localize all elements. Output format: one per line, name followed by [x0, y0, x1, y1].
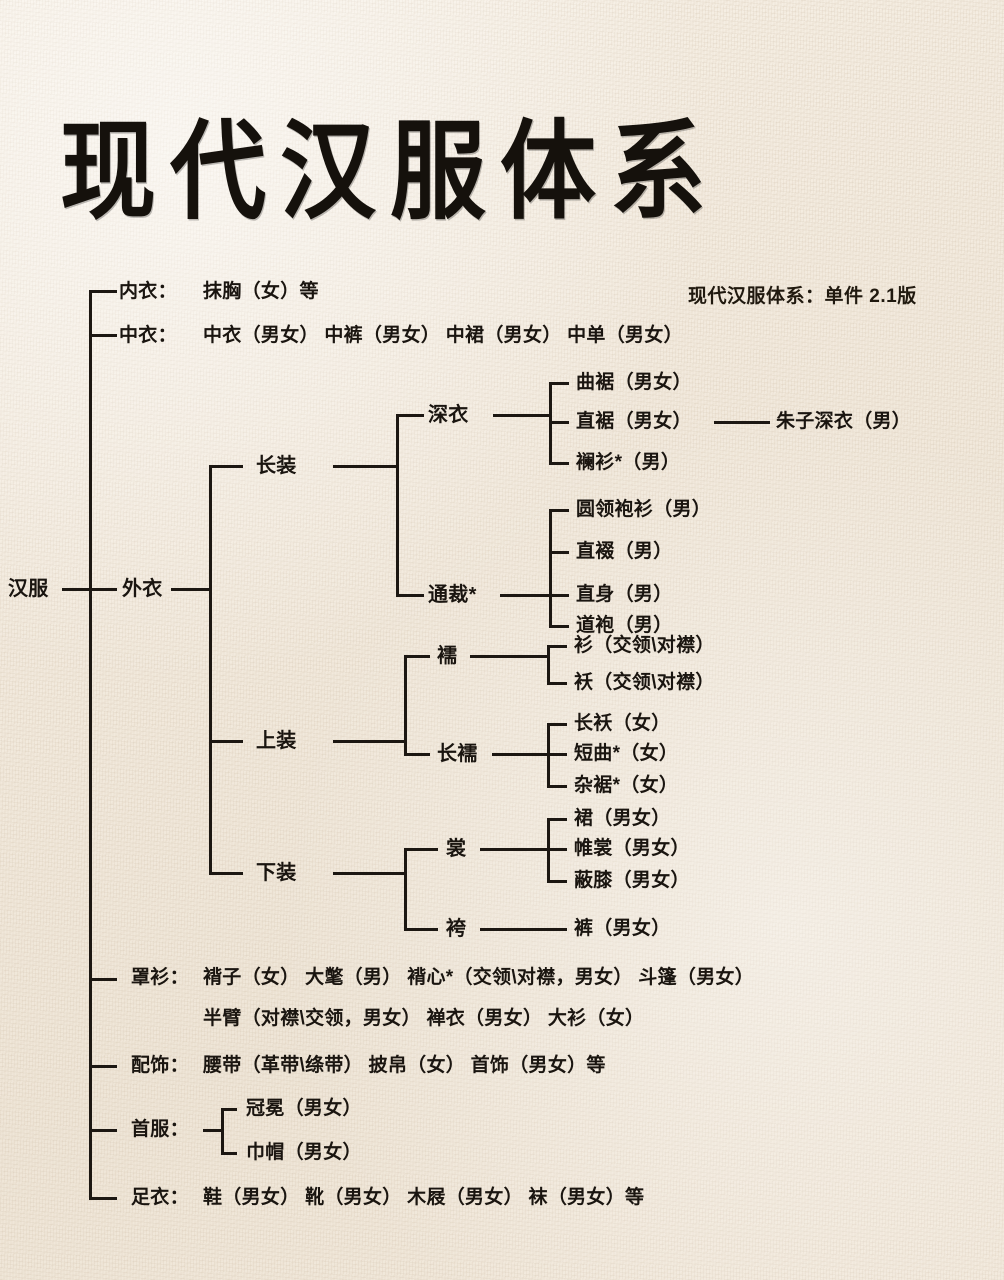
line-tongcai-c2 [549, 594, 569, 597]
leaf-zajv: 杂裾*（女） [574, 775, 679, 796]
line-tongcai-c3 [549, 625, 569, 628]
line-shoufu-c0 [221, 1108, 237, 1111]
node-shangzhuang: 上装 [256, 730, 297, 752]
line-shangzhuang [209, 740, 243, 743]
node-hanfu: 汉服 [8, 578, 49, 600]
node-zuyi-items: 鞋（男女） 靴（男女） 木屐（男女） 袜（男女）等 [203, 1187, 645, 1208]
line-shenyi-out [493, 414, 551, 417]
line-xiazhuang-spine [404, 848, 407, 928]
line-peishi [89, 1065, 117, 1068]
node-zhaoshan-label: 罩衫： [131, 967, 189, 988]
line-waiyi-out [171, 588, 211, 591]
leaf-duanqu: 短曲*（女） [574, 743, 679, 764]
line-zhaoshan [89, 978, 117, 981]
line-changzhuang-out [333, 465, 398, 468]
line-ru-c1 [547, 682, 567, 685]
node-neiyi-items: 抹胸（女）等 [203, 281, 319, 302]
node-zhaoshan-line2: 半臂（对襟\交领，男女） 褝衣（男女） 大衫（女） [203, 1008, 645, 1029]
line-shang-out [480, 848, 549, 851]
line-changru-c1 [547, 753, 567, 756]
node-changzhuang: 长装 [256, 455, 297, 477]
line-shang-c2 [547, 880, 567, 883]
leaf-zhuzishenyi: 朱子深衣（男） [776, 411, 912, 432]
leaf-kuzi: 裤（男女） [574, 918, 671, 939]
line-neiyi [89, 290, 117, 293]
line-zhuzishenyi [714, 421, 770, 424]
line-shoufu-spine [221, 1108, 224, 1152]
line-shangzhuang-spine [404, 655, 407, 753]
node-tongcai: 通裁* [428, 584, 477, 606]
leaf-jinmao: 巾帽（男女） [246, 1142, 362, 1163]
line-waiyi-spine [209, 465, 212, 875]
leaf-weichang: 帷裳（男女） [574, 838, 690, 859]
line-tongcai-out [500, 594, 551, 597]
line-tongcai-spine [549, 509, 552, 625]
node-changru: 长襦 [437, 743, 478, 765]
line-zhongyi [89, 334, 117, 337]
line-xiazhuang [209, 872, 243, 875]
line-ru [404, 655, 430, 658]
line-shenyi-c0 [549, 382, 569, 385]
line-shenyi [396, 414, 424, 417]
leaf-daopao: 道袍（男） [576, 615, 673, 636]
line-shoufu [89, 1129, 117, 1132]
line-ru-out [470, 655, 549, 658]
line-shenyi-c1 [549, 421, 569, 424]
line-ru-c0 [547, 645, 567, 648]
line-ku [404, 928, 438, 931]
line-ru-spine [547, 645, 550, 682]
line-changru-out [492, 753, 549, 756]
leaf-changao: 长袄（女） [574, 713, 671, 734]
leaf-yuanlingpaoshan: 圆领袍衫（男） [576, 499, 712, 520]
node-peishi-label: 配饰： [131, 1055, 189, 1076]
line-tongcai [396, 594, 424, 597]
line-main-spine [89, 290, 92, 1198]
node-zhaoshan-line1: 褙子（女） 大氅（男） 褙心*（交领\对襟，男女） 斗篷（男女） [203, 967, 755, 988]
version-note: 现代汉服体系：单件 2.1版 [688, 286, 917, 307]
line-changzhuang [209, 465, 243, 468]
node-zhongyi-items: 中衣（男女） 中裤（男女） 中裙（男女） 中单（男女） [203, 325, 683, 346]
line-zuyi [89, 1197, 117, 1200]
leaf-shan: 衫（交领\对襟） [574, 635, 715, 656]
leaf-qujv: 曲裾（男女） [576, 372, 692, 393]
node-neiyi-label: 内衣： [119, 281, 177, 302]
line-shoufu-c1 [221, 1152, 237, 1155]
line-xiazhuang-out [333, 872, 406, 875]
line-shoufu-out [203, 1129, 223, 1132]
line-changru [404, 753, 430, 756]
leaf-guanmian: 冠冕（男女） [246, 1098, 362, 1119]
line-hanfu-connector [62, 588, 106, 591]
line-shangzhuang-out [333, 740, 406, 743]
leaf-qun: 裙（男女） [574, 808, 671, 829]
line-shenyi-c2 [549, 462, 569, 465]
line-shang [404, 848, 438, 851]
line-changru-c0 [547, 723, 567, 726]
node-ku: 袴 [446, 918, 467, 940]
node-shang: 裳 [446, 838, 467, 860]
line-changru-c2 [547, 785, 567, 788]
line-shang-c0 [547, 818, 567, 821]
leaf-lanshan: 襕衫*（男） [576, 452, 681, 473]
node-waiyi: 外衣 [122, 578, 163, 600]
node-zhongyi-label: 中衣： [119, 325, 177, 346]
leaf-zhiduo: 直裰（男） [576, 541, 673, 562]
line-tongcai-c0 [549, 509, 569, 512]
line-tongcai-c1 [549, 551, 569, 554]
line-changzhuang-spine [396, 414, 399, 594]
node-shenyi: 深衣 [428, 404, 469, 426]
line-ku-out [480, 928, 567, 931]
leaf-bixi: 蔽膝（男女） [574, 870, 690, 891]
node-ru: 襦 [437, 645, 458, 667]
leaf-zhishen: 直身（男） [576, 584, 673, 605]
line-waiyi [89, 588, 117, 591]
node-xiazhuang: 下装 [256, 862, 297, 884]
node-zuyi-label: 足衣： [131, 1187, 189, 1208]
leaf-zhijv: 直裾（男女） [576, 411, 692, 432]
leaf-ao: 袄（交领\对襟） [574, 672, 715, 693]
line-shang-c1 [547, 848, 567, 851]
node-shoufu-label: 首服： [131, 1119, 189, 1140]
page-title: 现代汉服体系 [60, 107, 720, 235]
node-peishi-items: 腰带（革带\绦带） 披帛（女） 首饰（男女）等 [203, 1055, 606, 1076]
